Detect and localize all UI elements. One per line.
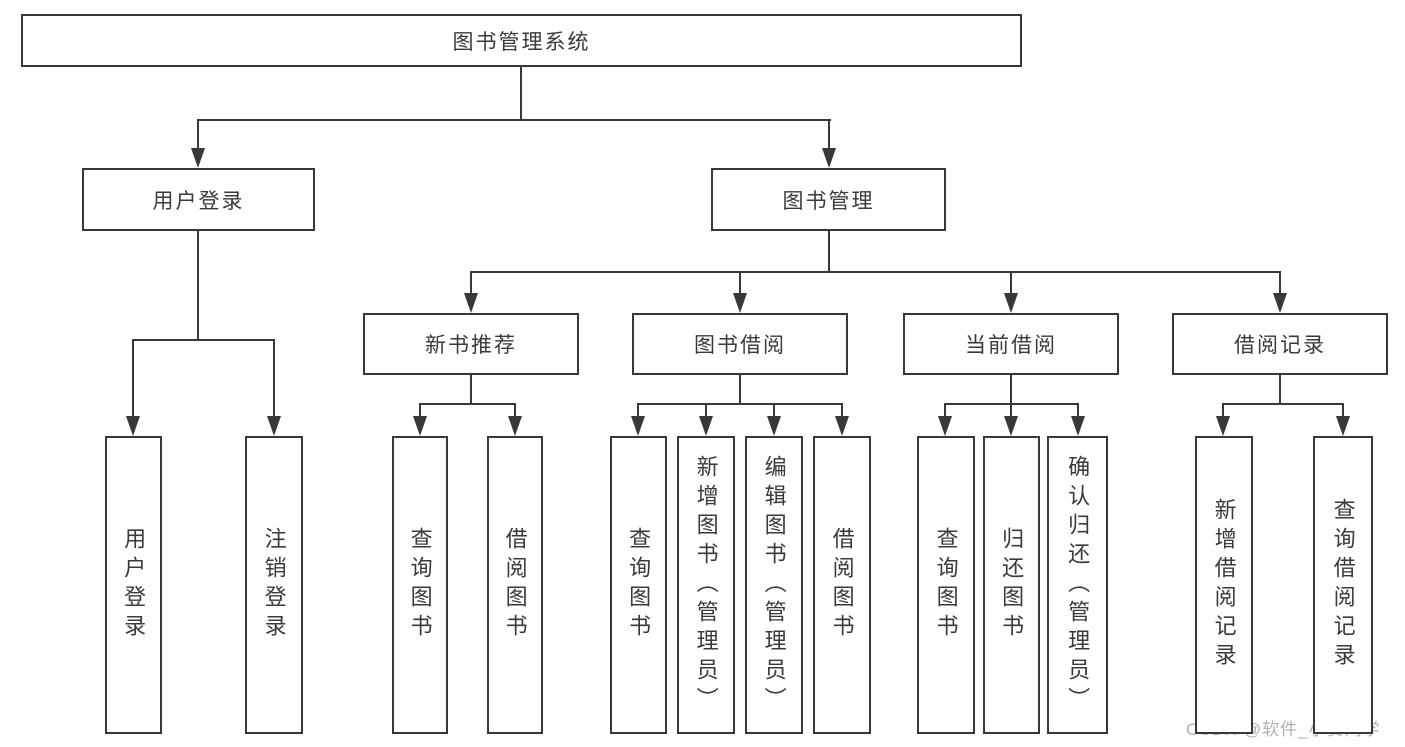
node-add-borrow-record: 新增借阅记录 (1195, 436, 1253, 734)
node-label: 借阅记录 (1234, 334, 1326, 357)
node-label: 用户登录 (152, 189, 245, 213)
connector-line (828, 231, 830, 273)
node-label: 图书管理系统 (452, 30, 591, 54)
connector-line (739, 271, 741, 297)
arrowhead-down-icon (631, 416, 645, 436)
arrowhead-down-icon (733, 293, 747, 313)
node-query-borrow-record: 查询借阅记录 (1313, 436, 1373, 734)
node-return-books: 归还图书 (983, 436, 1040, 734)
node-logout-leaf: 注销登录 (245, 436, 303, 734)
node-label: 新增图书（管理员） (693, 454, 719, 716)
node-borrow-records: 借阅记录 (1172, 313, 1388, 375)
connector-line (470, 375, 472, 405)
node-edit-books: 编辑图书（管理员） (745, 436, 803, 734)
arrowhead-down-icon (508, 416, 522, 436)
node-label: 查询图书 (933, 527, 959, 643)
node-current-borrow: 当前借阅 (903, 313, 1119, 375)
connector-line (470, 271, 1281, 273)
arrowhead-down-icon (1273, 293, 1287, 313)
node-query-books-borrow: 查询图书 (610, 436, 667, 734)
arrowhead-down-icon (464, 293, 478, 313)
connector-line (705, 403, 707, 421)
node-label: 借阅图书 (829, 527, 855, 643)
connector-line (1222, 403, 1224, 421)
connector-line (773, 403, 775, 421)
connector-line (419, 403, 516, 405)
node-confirm-return: 确认归还（管理员） (1047, 436, 1108, 734)
connector-line (637, 403, 639, 421)
node-label: 查询图书 (407, 527, 433, 643)
connector-line (1342, 403, 1344, 421)
arrowhead-down-icon (1336, 416, 1350, 436)
connector-line (841, 403, 843, 421)
connector-line (1222, 403, 1344, 405)
connector-line (1010, 271, 1012, 297)
connector-line (197, 231, 199, 341)
connector-line (197, 119, 831, 121)
node-label: 图书管理 (782, 189, 875, 213)
node-borrow-books-leaf: 借阅图书 (813, 436, 871, 734)
arrowhead-down-icon (835, 416, 849, 436)
node-label: 编辑图书（管理员） (761, 454, 787, 716)
connector-line (1077, 403, 1079, 421)
arrowhead-down-icon (126, 416, 140, 436)
arrowhead-down-icon (822, 148, 836, 168)
connector-line (1279, 271, 1281, 297)
node-add-books: 新增图书（管理员） (677, 436, 735, 734)
connector-line (514, 403, 516, 421)
connector-line (637, 403, 843, 405)
node-query-books-rec: 查询图书 (392, 436, 448, 734)
arrowhead-down-icon (767, 416, 781, 436)
arrowhead-down-icon (191, 148, 205, 168)
node-label: 图书借阅 (694, 334, 786, 357)
node-label: 确认归还（管理员） (1065, 454, 1091, 716)
node-user-login-leaf: 用户登录 (105, 436, 162, 734)
arrowhead-down-icon (1071, 416, 1085, 436)
node-user-login: 用户登录 (82, 168, 315, 231)
connector-line (1279, 375, 1281, 405)
connector-line (132, 339, 134, 421)
node-borrow-books-rec: 借阅图书 (487, 436, 543, 734)
connector-line (944, 403, 946, 421)
arrowhead-down-icon (1004, 416, 1018, 436)
connector-line (828, 119, 830, 152)
connector-line (520, 67, 522, 120)
node-label: 新书推荐 (425, 334, 517, 357)
connector-line (419, 403, 421, 421)
node-book-mgmt: 图书管理 (711, 168, 946, 231)
node-label: 注销登录 (261, 527, 287, 643)
arrowhead-down-icon (938, 416, 952, 436)
node-label: 归还图书 (999, 527, 1025, 643)
connector-line (1010, 403, 1012, 421)
node-new-book-rec: 新书推荐 (363, 313, 579, 375)
node-label: 借阅图书 (502, 527, 528, 643)
connector-line (132, 339, 275, 341)
node-label: 查询借阅记录 (1330, 498, 1356, 672)
connector-line (273, 339, 275, 421)
connector-line (470, 271, 472, 297)
arrowhead-down-icon (699, 416, 713, 436)
arrowhead-down-icon (1216, 416, 1230, 436)
node-root: 图书管理系统 (21, 14, 1022, 67)
node-label: 当前借阅 (965, 334, 1057, 357)
arrowhead-down-icon (267, 416, 281, 436)
node-label: 用户登录 (121, 527, 147, 643)
node-label: 新增借阅记录 (1211, 498, 1237, 672)
connector-line (1010, 375, 1012, 405)
node-query-books-current: 查询图书 (917, 436, 975, 734)
node-label: 查询图书 (626, 527, 652, 643)
connector-line (739, 375, 741, 405)
arrowhead-down-icon (1004, 293, 1018, 313)
connector-line (197, 119, 199, 152)
node-book-borrow: 图书借阅 (632, 313, 848, 375)
arrowhead-down-icon (413, 416, 427, 436)
